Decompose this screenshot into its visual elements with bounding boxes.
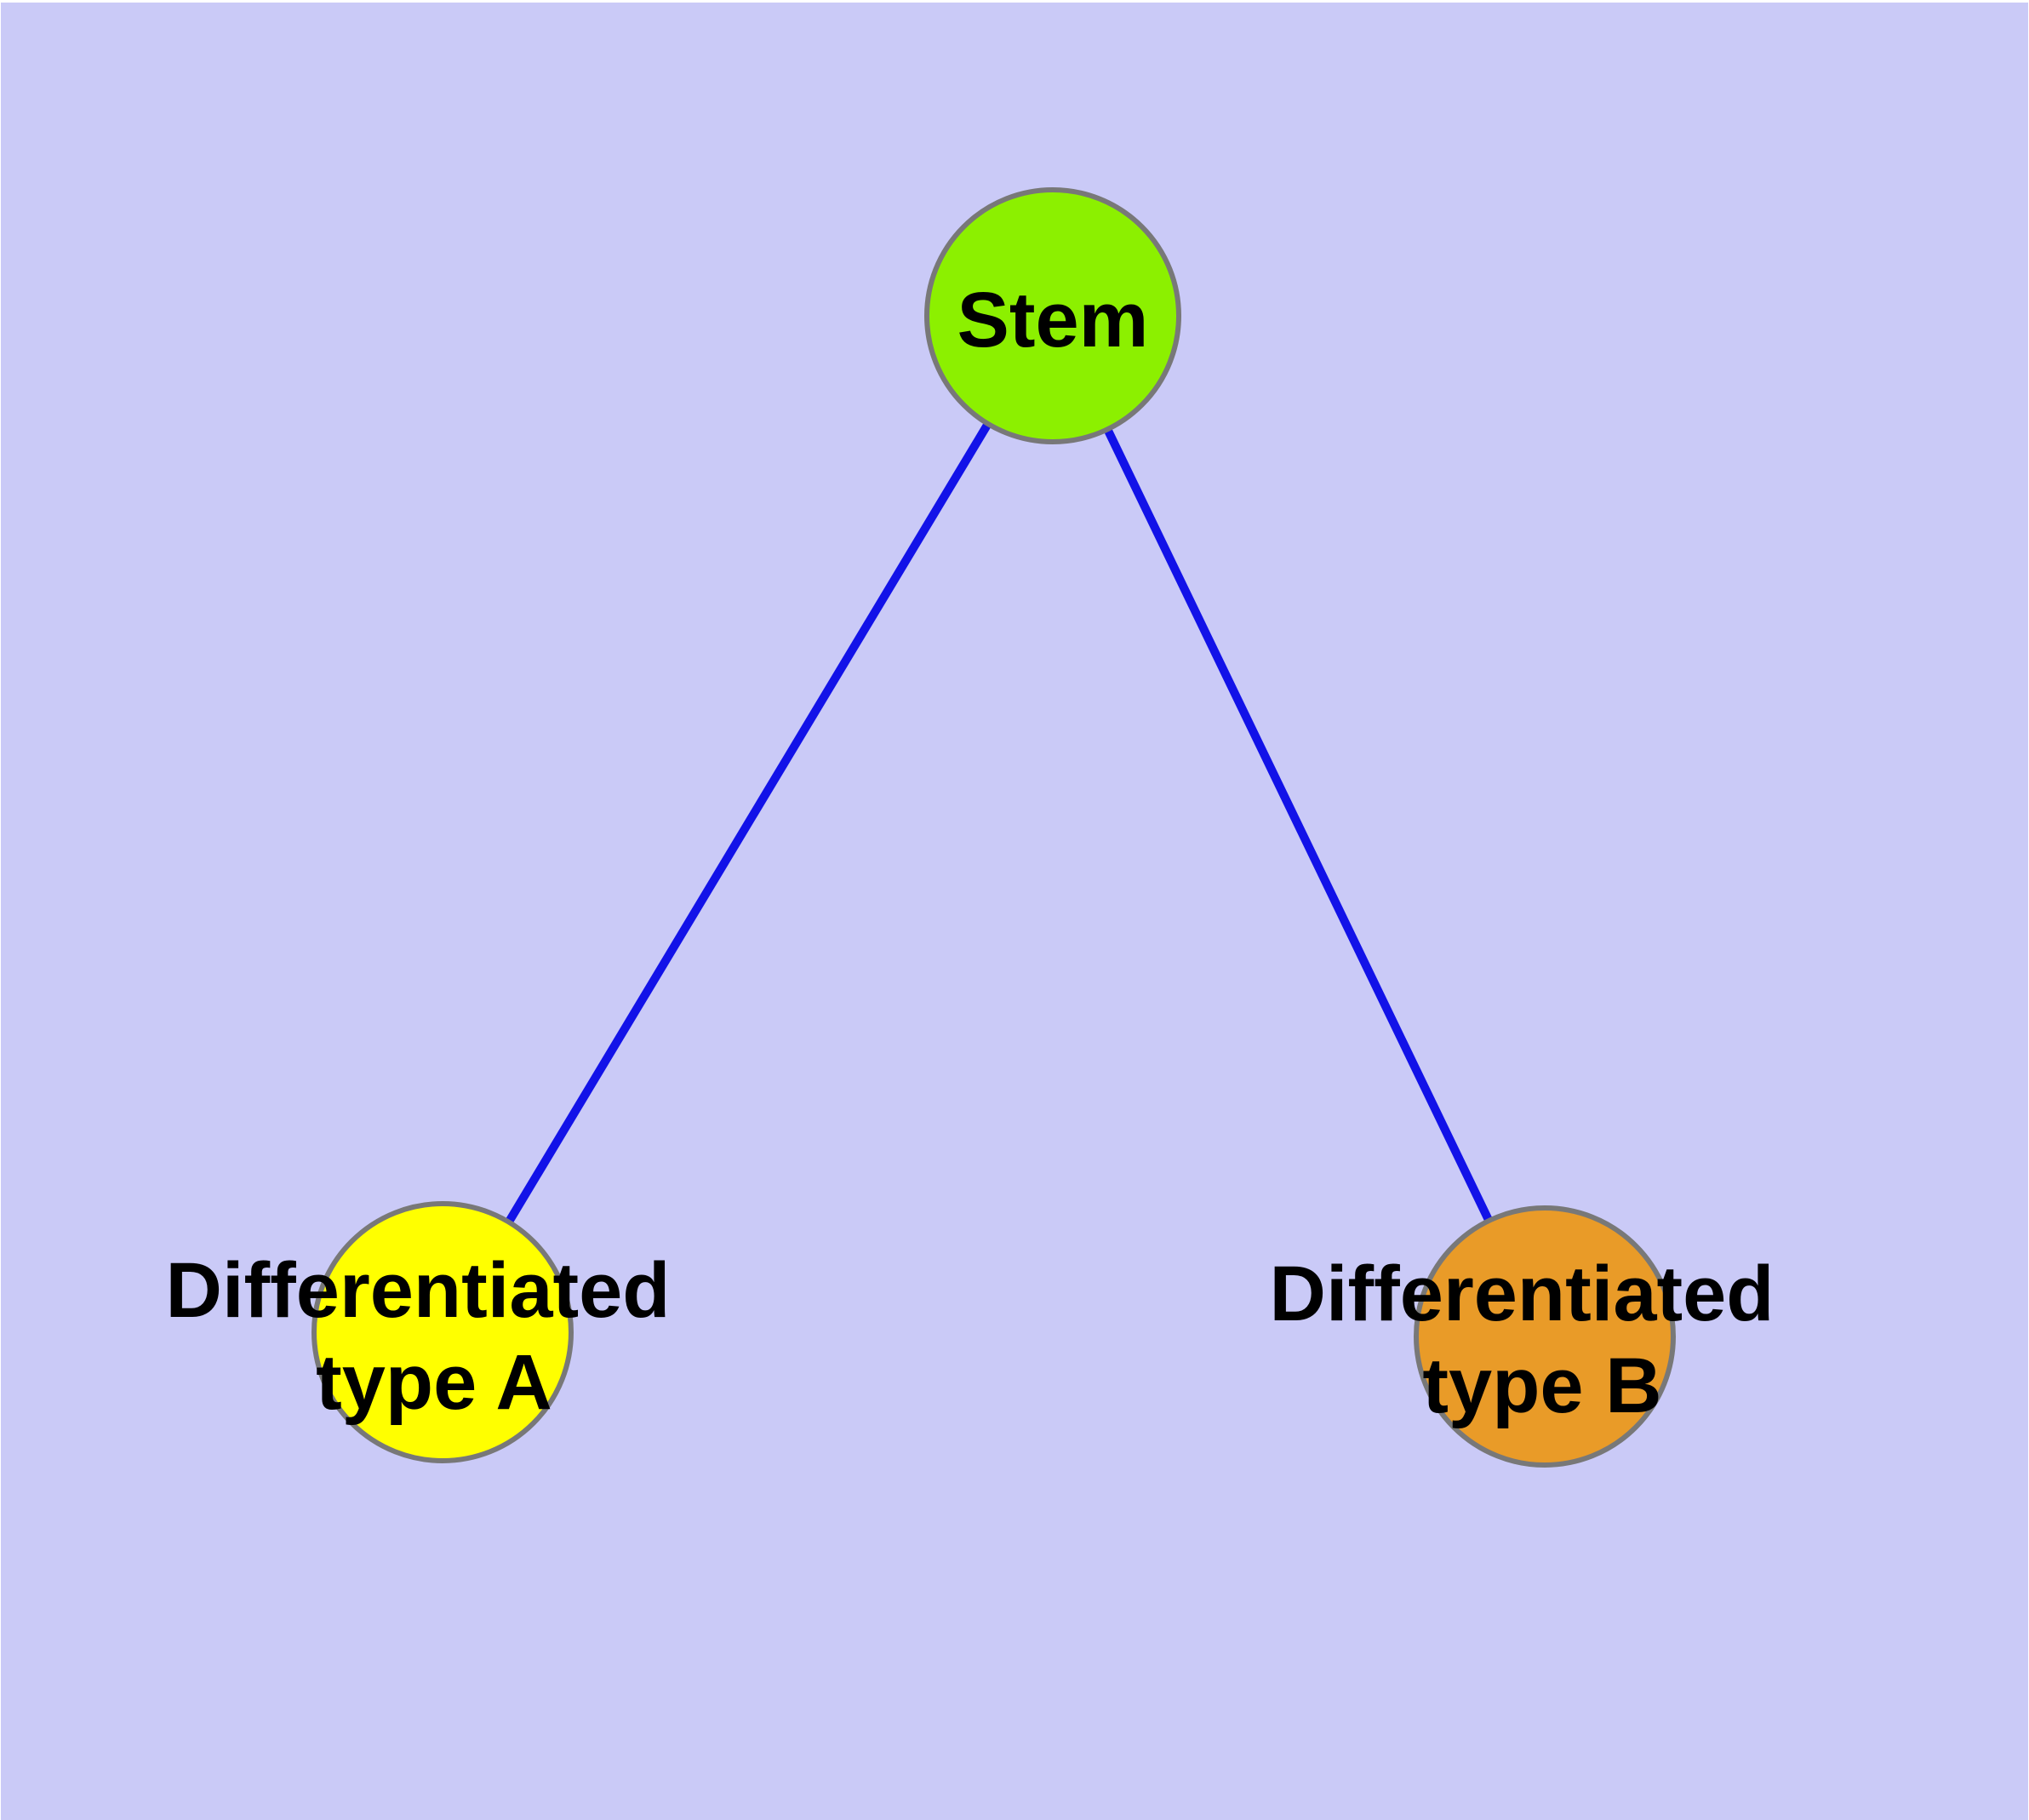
node-type-b xyxy=(1414,1205,1676,1468)
node-type-b-label-line2: type B xyxy=(1422,1342,1661,1429)
node-type-a-label-line2: type A xyxy=(316,1339,552,1426)
node-type-a xyxy=(311,1201,574,1463)
node-type-a-label-line1: Differentiated xyxy=(166,1247,671,1334)
node-stem xyxy=(924,187,1181,444)
node-stem-label: Stem xyxy=(957,277,1149,363)
edge-stem-to-type-a xyxy=(438,313,1057,1335)
edge-stem-to-type-b xyxy=(1049,313,1549,1339)
node-type-b-label-line1: Differentiated xyxy=(1270,1251,1775,1337)
